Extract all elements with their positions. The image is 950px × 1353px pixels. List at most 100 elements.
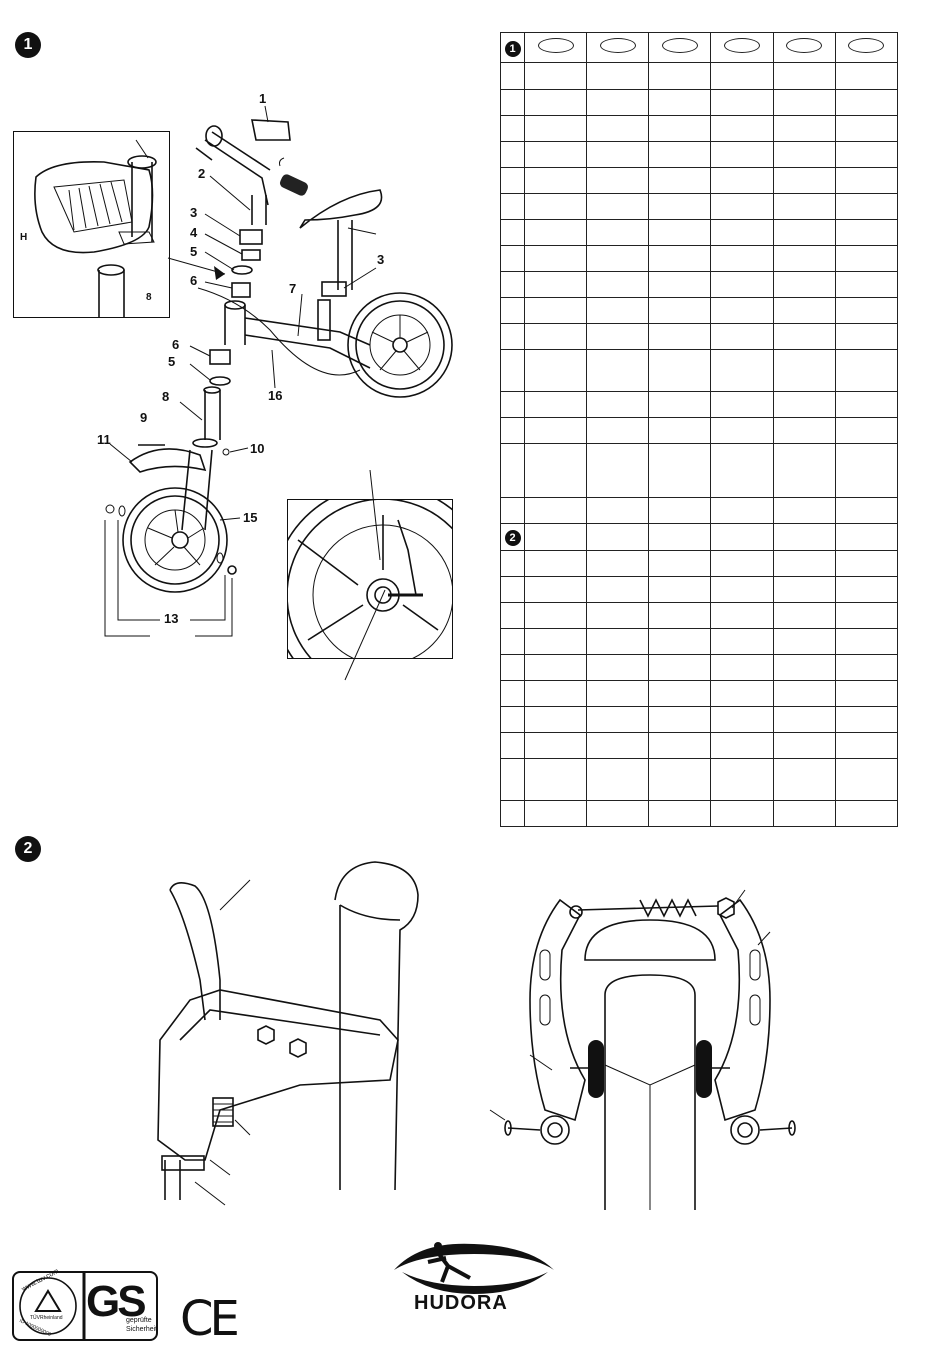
table-cell — [523, 140, 588, 168]
v-brake-icon — [489, 889, 796, 1210]
ce-mark-icon: CE — [180, 1291, 240, 1347]
table-cell — [523, 297, 588, 325]
table-cell — [648, 390, 712, 418]
part-label-13: 13 — [164, 611, 179, 626]
table-cell — [710, 323, 774, 351]
table-cell — [834, 799, 899, 828]
table-cell — [523, 706, 588, 734]
table-cell — [710, 758, 774, 801]
table-cell — [710, 166, 774, 194]
table-cell — [710, 523, 774, 551]
table-row — [500, 88, 899, 116]
table-cell — [648, 799, 712, 828]
gs-mark: GS — [86, 1277, 147, 1326]
table-cell — [834, 758, 899, 801]
table-cell — [772, 706, 836, 734]
table-cell — [648, 758, 712, 801]
table-cell — [523, 799, 588, 828]
table-row — [500, 166, 899, 194]
table-cell — [523, 523, 588, 551]
table-cell — [586, 245, 650, 273]
table-cell — [586, 799, 650, 828]
table-cell — [586, 192, 650, 221]
table-cell — [834, 114, 899, 142]
table-cell — [586, 88, 650, 116]
table-cell — [710, 799, 774, 828]
table-cell — [648, 627, 712, 655]
table-index-cell — [500, 192, 525, 221]
table-index-cell — [500, 88, 525, 116]
table-cell — [772, 523, 836, 551]
table-cell — [710, 442, 774, 499]
table-row — [500, 653, 899, 682]
table-cell — [586, 601, 650, 629]
table-cell — [772, 297, 836, 325]
table-cell — [523, 758, 588, 801]
table-index-cell: 1 — [500, 31, 525, 64]
table-index-cell — [500, 653, 525, 682]
table-cell — [648, 680, 712, 708]
table-row — [500, 271, 899, 299]
hub-detail-icon — [288, 500, 452, 658]
table-cell — [586, 114, 650, 142]
language-oval-icon — [724, 37, 761, 53]
table-cell — [772, 601, 836, 629]
table-cell — [710, 192, 774, 221]
table-cell — [710, 114, 774, 142]
table-cell — [648, 140, 712, 168]
table-cell — [586, 323, 650, 351]
table-cell — [834, 62, 899, 90]
hudora-swoosh — [394, 1242, 554, 1294]
hub-detail-inset — [287, 499, 453, 659]
table-cell — [834, 390, 899, 418]
table-index-cell — [500, 323, 525, 351]
table-index-cell — [500, 549, 525, 577]
part-label-3b: 3 — [377, 252, 385, 267]
table-row — [500, 497, 899, 525]
table-row — [500, 245, 899, 273]
table-cell — [772, 680, 836, 708]
part-label-6b: 6 — [172, 337, 180, 352]
balance-bike-exploded-icon — [104, 105, 453, 637]
table-cell — [586, 680, 650, 708]
table-cell — [710, 219, 774, 247]
table-header-row: 1 — [500, 31, 899, 64]
table-index-cell — [500, 680, 525, 708]
table-cell — [772, 349, 836, 392]
table-cell — [772, 219, 836, 247]
table-cell — [834, 575, 899, 603]
table-index-cell — [500, 575, 525, 603]
section-badge-2: 2 — [15, 836, 41, 862]
table-row — [500, 799, 899, 828]
table-row — [500, 627, 899, 655]
table-cell — [648, 416, 712, 445]
table-cell — [834, 323, 899, 351]
table-cell — [710, 349, 774, 392]
part-label-10: 10 — [250, 441, 265, 456]
table-row — [500, 349, 899, 392]
table-cell — [772, 390, 836, 418]
table-cell — [834, 297, 899, 325]
table-cell — [772, 88, 836, 116]
table-cell — [586, 219, 650, 247]
table-cell — [710, 245, 774, 273]
table-cell — [523, 349, 588, 392]
table-cell — [648, 653, 712, 682]
table-cell — [648, 523, 712, 551]
part-label-16: 16 — [268, 388, 283, 403]
table-cell — [834, 680, 899, 708]
table-index-cell — [500, 349, 525, 392]
part-label-15: 15 — [243, 510, 258, 525]
table-cell — [834, 601, 899, 629]
table-cell — [523, 653, 588, 682]
table-cell — [772, 549, 836, 577]
table-row — [500, 62, 899, 90]
table-cell — [586, 416, 650, 445]
table-cell — [710, 297, 774, 325]
table-cell — [648, 575, 712, 603]
table-cell — [523, 271, 588, 299]
tuv-seal — [19, 1273, 86, 1339]
table-cell — [710, 62, 774, 90]
table-cell — [710, 549, 774, 577]
